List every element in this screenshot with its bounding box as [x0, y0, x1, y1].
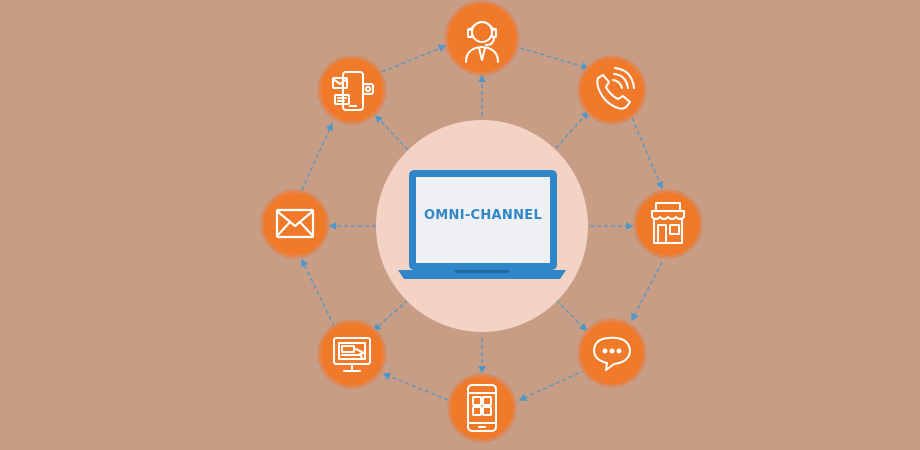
hub: OMNI-CHANNEL	[376, 120, 588, 332]
phone-call-icon	[596, 67, 635, 110]
desktop-web-icon	[333, 337, 371, 372]
laptop-icon	[398, 170, 566, 279]
connector-ring-email-social	[301, 122, 333, 191]
retail-store-icon	[651, 202, 685, 244]
customer-agent-icon	[465, 21, 499, 63]
node-mobile-app[interactable]	[447, 373, 517, 443]
node-chat[interactable]	[577, 318, 647, 388]
mobile-app-icon	[467, 384, 497, 432]
connector-ring-store-chat	[631, 261, 663, 322]
social-mobile-icon	[332, 71, 374, 111]
connector-ring-phone-store	[631, 117, 664, 190]
node-email[interactable]	[260, 189, 330, 259]
node-desktop-web[interactable]	[317, 319, 387, 389]
node-social-mobile[interactable]	[317, 55, 387, 125]
connector-ring-social-agent	[381, 44, 447, 73]
channel-nodes	[260, 0, 703, 443]
connector-ring-agent-phone	[519, 47, 590, 70]
connector-ring-desktop-email	[301, 258, 335, 327]
node-store[interactable]	[633, 189, 703, 259]
connector-ring-mobile-desktop	[382, 372, 449, 401]
chat-bubble-icon	[593, 336, 631, 371]
node-phone[interactable]	[577, 55, 647, 125]
center-label: OMNI-CHANNEL	[424, 208, 542, 223]
connector-ring-chat-mobile	[518, 369, 586, 401]
email-envelope-icon	[275, 208, 315, 239]
connector-spoke-social	[374, 114, 409, 151]
node-agent[interactable]	[444, 0, 520, 76]
connector-spoke-desktop	[372, 299, 409, 332]
connector-lines	[301, 44, 664, 401]
connector-spoke-phone	[555, 110, 590, 149]
connector-spoke-chat	[555, 299, 588, 332]
